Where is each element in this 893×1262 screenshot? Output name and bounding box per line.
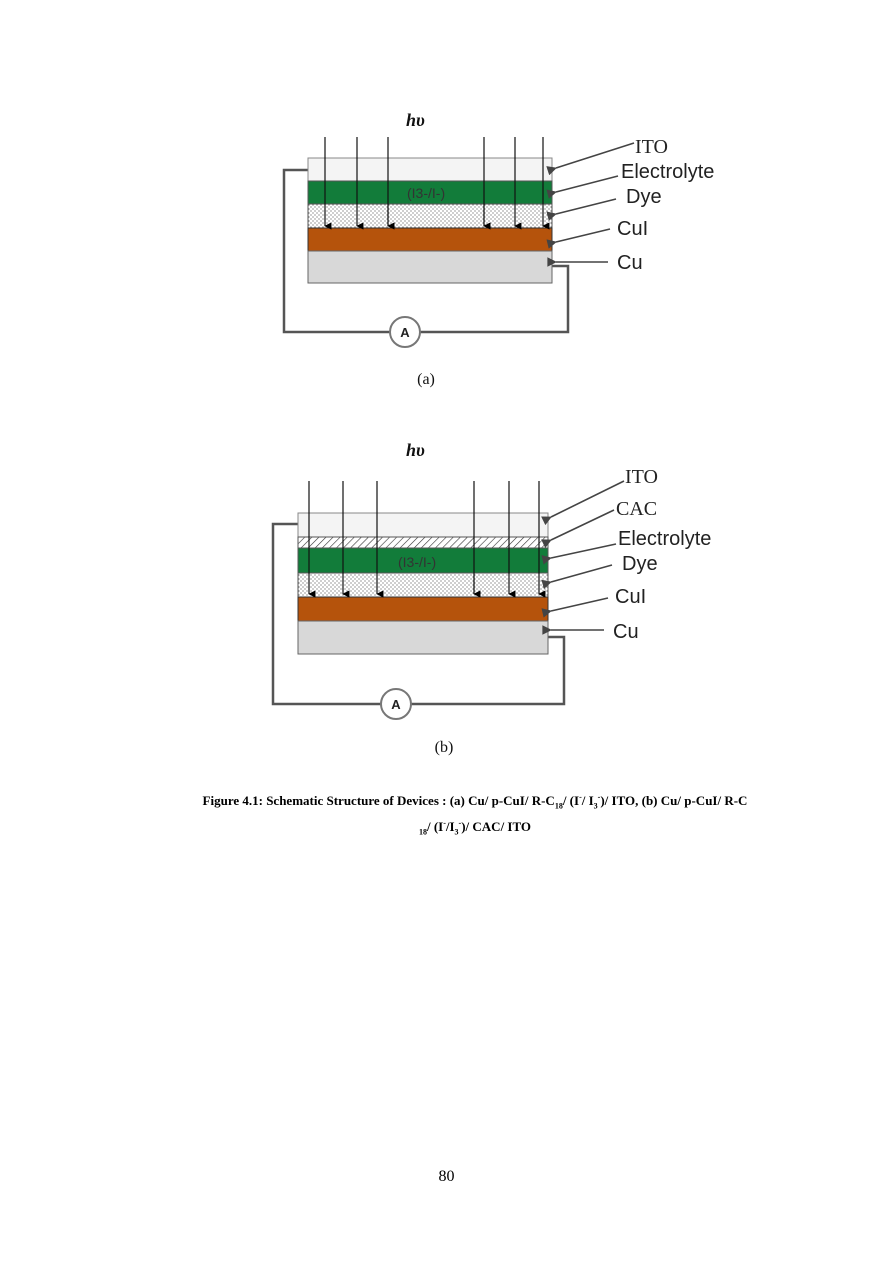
caption-sub-2: 3 — [593, 801, 598, 811]
electrolyte-formula-b: (I3-/I-) — [398, 554, 436, 570]
cui-layer-b — [297, 596, 549, 622]
pointer-lines-b — [541, 480, 625, 635]
caption-sub-1: 18 — [554, 801, 563, 811]
hv-label-b: hυ — [406, 440, 425, 460]
ammeter-a — [389, 316, 421, 348]
sublabel-a: (a) — [417, 371, 435, 388]
caption-sup-3: - — [443, 818, 446, 828]
electrolyte-layer-b — [297, 547, 549, 574]
label-cu-b: Cu — [613, 621, 639, 643]
caption-part-3: / I — [581, 793, 594, 808]
label-electrolyte-a: Electrolyte — [621, 161, 714, 183]
caption-sub-4: 3 — [454, 827, 459, 837]
light-arrows-b — [308, 481, 546, 598]
caption-part-7: )/ CAC/ ITO — [461, 819, 532, 834]
cac-layer-b — [297, 536, 549, 549]
label-cac-b: CAC — [616, 498, 657, 520]
label-electrolyte-b: Electrolyte — [618, 528, 711, 550]
page-number: 80 — [438, 1168, 455, 1185]
circuit-wire-b — [271, 522, 381, 706]
circuit-wire-a — [282, 168, 390, 334]
ammeter-label-b: A — [391, 697, 401, 712]
electrolyte-formula-a: (I3-/I-) — [407, 185, 445, 201]
caption-sup-2: - — [597, 792, 601, 802]
circuit-wire-b-right — [411, 635, 566, 706]
dye-layer-a — [307, 203, 553, 229]
diagram-b: hυ (I3-/I-) ITO CA — [271, 440, 711, 756]
label-ito-a: ITO — [635, 136, 668, 158]
caption-sup-1: - — [579, 792, 582, 802]
ammeter-b — [380, 688, 412, 720]
ito-layer-b — [297, 512, 549, 538]
pointer-lines-a — [546, 142, 635, 267]
light-arrows-a — [324, 137, 550, 230]
caption-part-5: / (I — [426, 819, 444, 834]
cu-layer-b — [297, 620, 549, 655]
caption-sub-3: 18 — [418, 827, 427, 837]
circuit-wire-a-right — [420, 264, 570, 334]
caption-part-1: Figure 4.1: Schematic Structure of Devic… — [202, 793, 555, 808]
label-cu-a: Cu — [617, 252, 643, 274]
ammeter-label-a: A — [400, 325, 410, 340]
label-dye-b: Dye — [622, 553, 658, 575]
caption-sup-4: - — [458, 818, 462, 828]
caption-part-4: )/ ITO, (b) Cu/ p-CuI/ R-C — [600, 793, 748, 808]
cui-layer-a — [307, 227, 553, 252]
sublabel-b: (b) — [435, 739, 454, 756]
caption-part-6: /I — [445, 819, 455, 834]
caption-part-2: / (I — [562, 793, 580, 808]
hv-label-a: hυ — [406, 110, 425, 130]
diagram-a: hυ (I3-/I-) ITO Electrolyte — [282, 110, 714, 388]
label-ito-b: ITO — [625, 466, 658, 488]
figure-caption: Figure 4.1: Schematic Structure of Devic… — [140, 788, 810, 840]
label-cui-a: CuI — [617, 218, 648, 240]
cu-layer-a — [307, 250, 553, 284]
dye-layer-b — [297, 572, 549, 598]
label-dye-a: Dye — [626, 186, 662, 208]
label-cui-b: CuI — [615, 586, 646, 608]
